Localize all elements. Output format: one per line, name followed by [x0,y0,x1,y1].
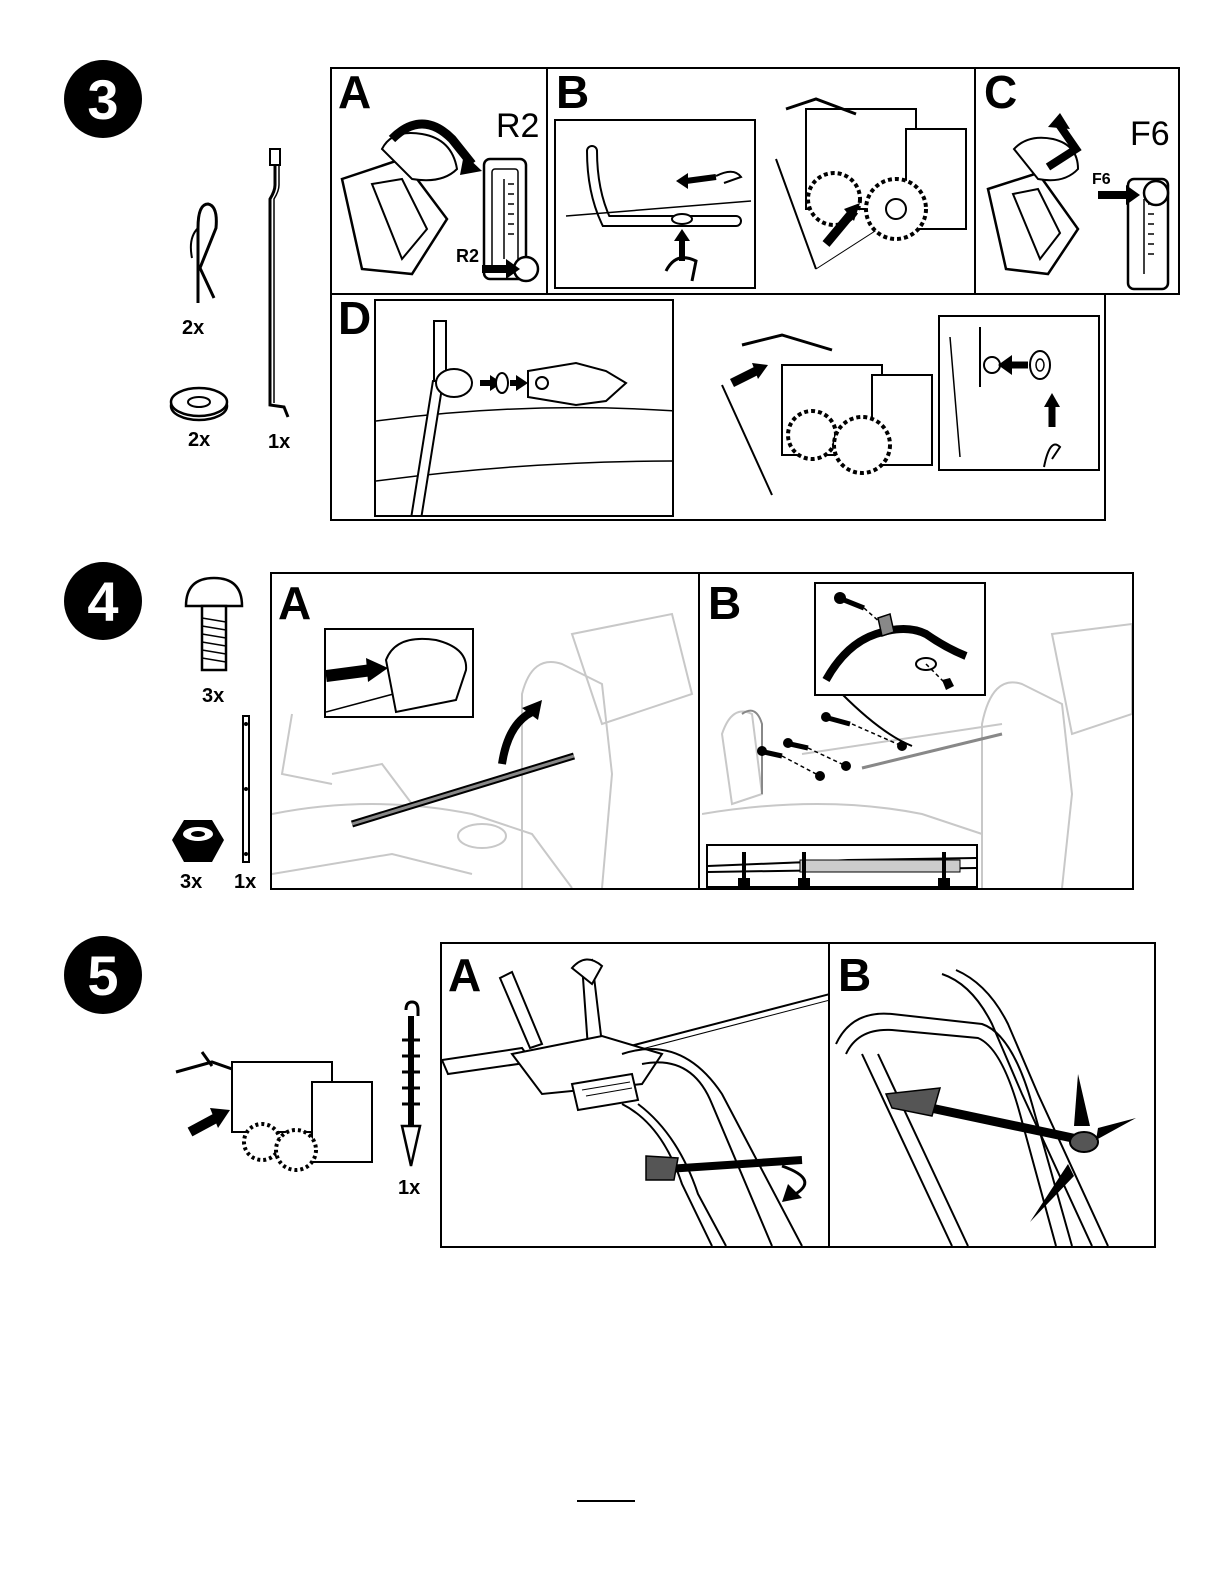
step-number-badge: 4 [64,562,142,640]
snowblower-overview-icon [172,1042,382,1172]
page-footer-rule [577,1500,635,1502]
arrow-label: R2 [456,247,479,265]
panel-letter: D [338,295,371,341]
step-number-badge: 3 [64,60,142,138]
part-quantity: 3x [202,686,224,706]
part-quantity: 1x [268,432,290,452]
step-number: 4 [87,569,118,634]
part-quantity: 1x [398,1178,420,1198]
step-3-panel-b: B [550,69,976,293]
handle-assembly-drawing [442,944,830,1246]
step-5-panel-b: B [832,944,1154,1246]
shift-console-drawing [978,109,1178,293]
step-number: 5 [87,943,118,1008]
bracket-bar-icon [238,714,254,864]
part-quantity: 2x [182,318,204,338]
part-quantity: 3x [180,872,202,892]
detail-inset [554,119,756,289]
snowblower-drawing [712,305,942,515]
part-quantity: 2x [188,430,210,450]
shift-rod-icon [258,145,306,425]
carriage-bolt-icon [182,574,246,674]
step-5-panel-a: A [442,944,830,1246]
snowblower-drawing [756,69,976,293]
step-3-panel-c: C F6 F6 [978,69,1178,293]
cable-clip-icon [396,1000,426,1172]
step-number-badge: 5 [64,936,142,1014]
step-3-panel-d: D [332,295,1104,519]
detail-inset [374,299,674,517]
detail-inset [938,315,1100,471]
detail-inset [814,582,986,696]
step-3-panel-a: A R2 R2 [332,69,548,293]
arrow-label: F6 [1092,172,1111,188]
shift-console-drawing [332,109,548,293]
step-number: 3 [87,67,118,132]
bracket-bar-drawing [332,674,592,834]
part-quantity: 1x [234,872,256,892]
hairpin-cotter-icon [178,198,222,308]
handle-detail-drawing [832,944,1154,1246]
step-4-panel-a: A [272,574,700,888]
step-4-panel-b: B [702,574,1132,888]
flat-washer-icon [168,384,230,424]
detail-inset [706,844,978,888]
panel-letter: B [556,69,589,115]
lock-nut-icon [170,816,226,866]
